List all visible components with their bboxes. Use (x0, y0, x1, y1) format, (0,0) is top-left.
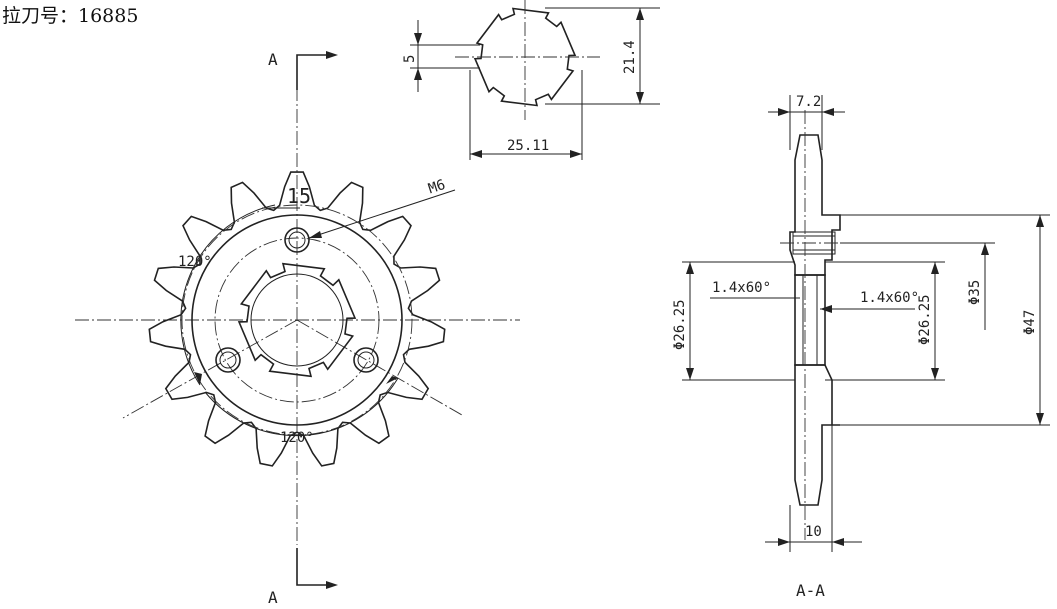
outer-dash-circle (181, 204, 413, 436)
spline-detail-view: 25.11 21.4 5 (402, 0, 660, 160)
mounting-hole-left (215, 347, 241, 373)
bore-dim-left: Φ26.25 (672, 299, 688, 350)
hub-width-dim: 10 (805, 524, 822, 540)
part-number-label: 拉刀号：16885 (2, 5, 138, 27)
section-hatch (789, 134, 841, 276)
angle-arc-bottom (204, 377, 399, 437)
spline-width-dim: 25.11 (507, 138, 549, 154)
front-center-diagonal-right (296, 319, 463, 416)
hub-circle (191, 214, 403, 426)
angle-label-bottom: 120° (280, 430, 314, 446)
tooth-count-label: 15 (287, 184, 311, 208)
spline-slot-dim: 5 (402, 55, 418, 63)
thread-label: M6 (426, 177, 447, 197)
tooth-width-dim: 7.2 (796, 94, 821, 110)
section-bore (794, 274, 826, 366)
chamfer-label-left: 1.4x60° (712, 280, 771, 296)
section-marker-top (296, 54, 332, 90)
bore-dim-right: Φ26.25 (917, 294, 933, 345)
angle-arc-top (180, 204, 276, 386)
section-view: 7.2 10 Φ26.25 Φ26.25 1.4x60° 1.4x60° Φ35 (672, 94, 1050, 600)
mounting-hole-top (284, 227, 310, 253)
m6-leader (308, 189, 456, 239)
angle-label-top: 120° (178, 254, 212, 270)
section-label-a-top: A (268, 50, 278, 69)
sprocket-outline (148, 171, 446, 467)
section-hatch-lower (794, 364, 840, 506)
chamfer-label-right: 1.4x60° (860, 290, 919, 306)
diameter-35-dim: Φ35 (967, 280, 983, 305)
spline-inner-circle (250, 273, 344, 367)
mounting-hole-right (353, 347, 379, 373)
section-marker-bottom (296, 548, 332, 586)
front-view: M6 15 120° 120° A A (75, 50, 520, 607)
bolt-circle (214, 237, 380, 403)
section-view-label: A-A (796, 581, 825, 600)
diameter-47-dim: Φ47 (1022, 310, 1038, 335)
spline-detail-outline (473, 7, 577, 107)
section-label-a-bottom: A (268, 588, 278, 607)
spline-height-dim: 21.4 (622, 40, 638, 74)
spline-bore (237, 262, 357, 378)
front-center-diagonal-left (122, 319, 298, 419)
